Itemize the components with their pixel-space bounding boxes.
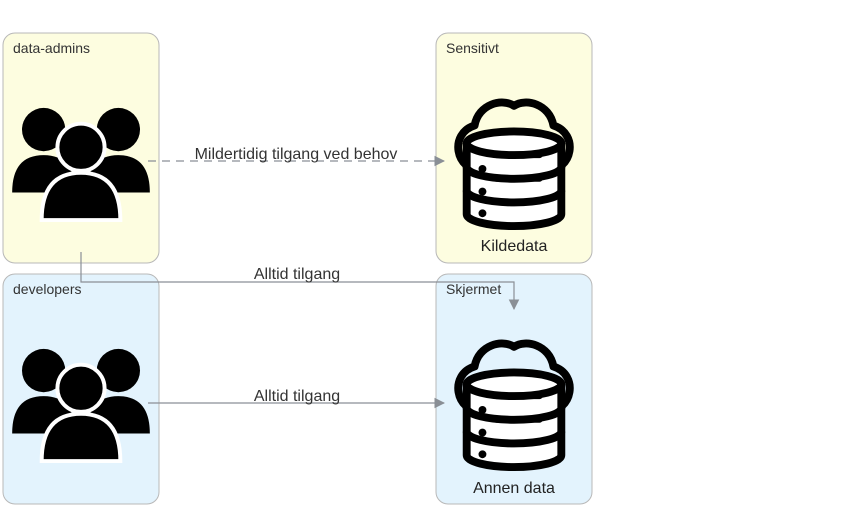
group-developers-label: developers [13, 281, 82, 297]
node-kildedata: Kildedata [458, 102, 570, 255]
node-kildedata-label: Kildedata [481, 238, 548, 255]
group-data-admins-label: data-admins [13, 40, 90, 56]
edge-developers-to-annen: Alltid tilgang [148, 388, 446, 409]
edge-admins-to-annen-line [80, 252, 520, 311]
edge-admins-to-kildedata-label: Mildertidig tilgang ved behov [195, 146, 398, 163]
node-annen-data: Annen data [458, 343, 570, 497]
edge-admins-to-annen: Alltid tilgang [80, 252, 520, 311]
edge-developers-to-annen-label: Alltid tilgang [254, 388, 340, 405]
group-sensitivt-label: Sensitivt [446, 40, 499, 56]
edge-admins-to-annen-label: Alltid tilgang [254, 266, 340, 283]
group-skjermet-label: Skjermet [446, 281, 501, 297]
node-annen-data-label: Annen data [473, 480, 555, 497]
edge-admins-to-kildedata: Mildertidig tilgang ved behov [148, 146, 446, 167]
